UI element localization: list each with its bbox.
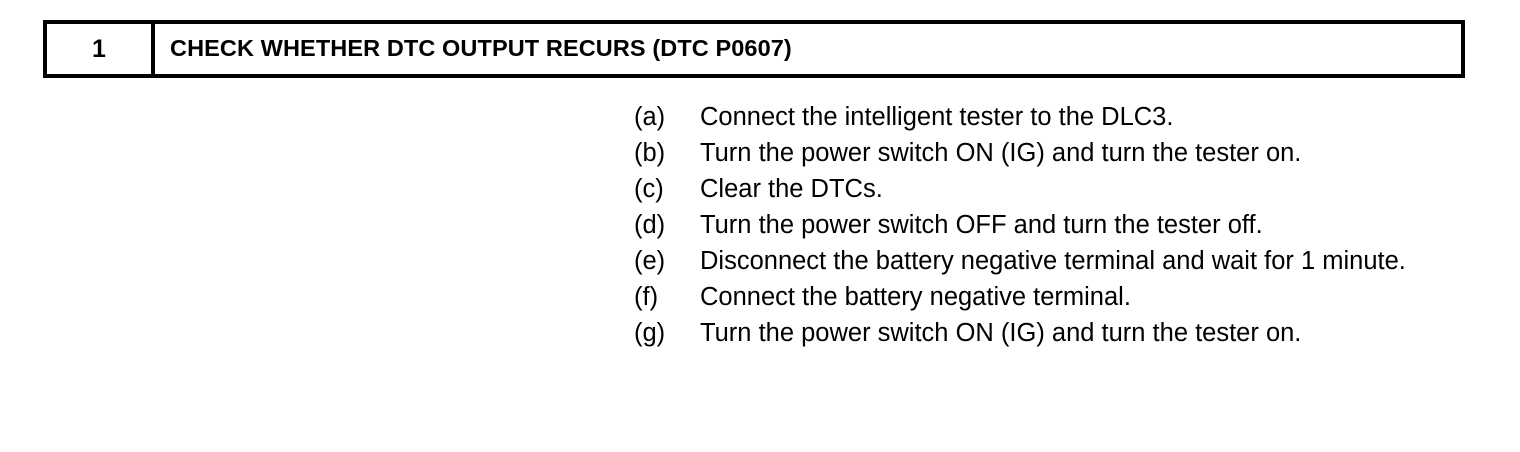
- list-item-label: (e): [634, 247, 666, 275]
- step-number: 1: [92, 34, 106, 63]
- step-title: CHECK WHETHER DTC OUTPUT RECURS (DTC P06…: [170, 35, 792, 62]
- procedure-list: (a) Connect the intelligent tester to th…: [634, 99, 1454, 351]
- list-item-label: (f): [634, 283, 659, 311]
- step-header-box: 1 CHECK WHETHER DTC OUTPUT RECURS (DTC P…: [43, 20, 1465, 78]
- list-item-text: Turn the power switch ON (IG) and turn t…: [700, 139, 1302, 167]
- list-item: (d) Turn the power switch OFF and turn t…: [634, 207, 1454, 243]
- list-item-text: Clear the DTCs.: [700, 175, 883, 203]
- list-item-label: (c): [634, 175, 664, 203]
- list-item: (g) Turn the power switch ON (IG) and tu…: [634, 315, 1454, 351]
- list-item: (e) Disconnect the battery negative term…: [634, 243, 1454, 279]
- list-item: (b) Turn the power switch ON (IG) and tu…: [634, 135, 1454, 171]
- list-item-text: Disconnect the battery negative terminal…: [700, 247, 1406, 275]
- step-number-cell: 1: [47, 24, 155, 74]
- list-item-text: Turn the power switch ON (IG) and turn t…: [700, 319, 1302, 347]
- list-item: (a) Connect the intelligent tester to th…: [634, 99, 1454, 135]
- list-item-label: (b): [634, 139, 666, 167]
- list-item-label: (d): [634, 211, 666, 239]
- list-item-label: (a): [634, 103, 666, 131]
- list-item-text: Connect the intelligent tester to the DL…: [700, 103, 1174, 131]
- list-item-text: Connect the battery negative terminal.: [700, 283, 1131, 311]
- list-item-label: (g): [634, 319, 666, 347]
- step-title-cell: CHECK WHETHER DTC OUTPUT RECURS (DTC P06…: [155, 24, 1461, 74]
- list-item: (f) Connect the battery negative termina…: [634, 279, 1454, 315]
- list-item: (c) Clear the DTCs.: [634, 171, 1454, 207]
- list-item-text: Turn the power switch OFF and turn the t…: [700, 211, 1263, 239]
